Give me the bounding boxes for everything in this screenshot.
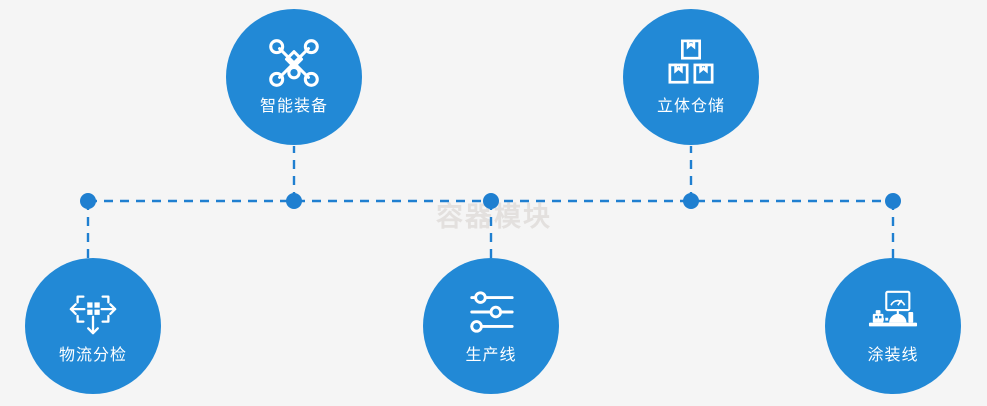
junction-node-3[interactable] xyxy=(483,193,499,209)
stacked-boxes-icon xyxy=(668,39,714,84)
bubble-logistics-sorting[interactable]: 物流分检 xyxy=(25,258,161,394)
junction-node-5[interactable] xyxy=(885,193,901,209)
junction-node-4[interactable] xyxy=(683,193,699,209)
bubble-label-logistics-sorting: 物流分检 xyxy=(58,347,127,364)
bubble-smart-equipment[interactable]: 智能装备 xyxy=(226,9,362,145)
bubble-stereoscopic-warehouse[interactable]: 立体仓储 xyxy=(623,9,759,145)
network-nodes-icon xyxy=(269,39,319,87)
bubble-label-painting-line: 涂装线 xyxy=(867,347,919,364)
bubble-production-line[interactable]: 生产线 xyxy=(423,258,559,394)
junction-node-1[interactable] xyxy=(80,193,96,209)
junction-node-2[interactable] xyxy=(286,193,302,209)
bubble-label-stereoscopic-warehouse: 立体仓储 xyxy=(656,98,725,115)
bubble-painting-line[interactable]: 涂装线 xyxy=(825,258,961,394)
sliders-icon xyxy=(470,291,514,333)
bubble-label-smart-equipment: 智能装备 xyxy=(259,98,328,115)
workstation-monitor-icon xyxy=(868,290,918,327)
sorting-arrows-icon xyxy=(69,295,117,335)
bubble-label-production-line: 生产线 xyxy=(465,347,517,364)
